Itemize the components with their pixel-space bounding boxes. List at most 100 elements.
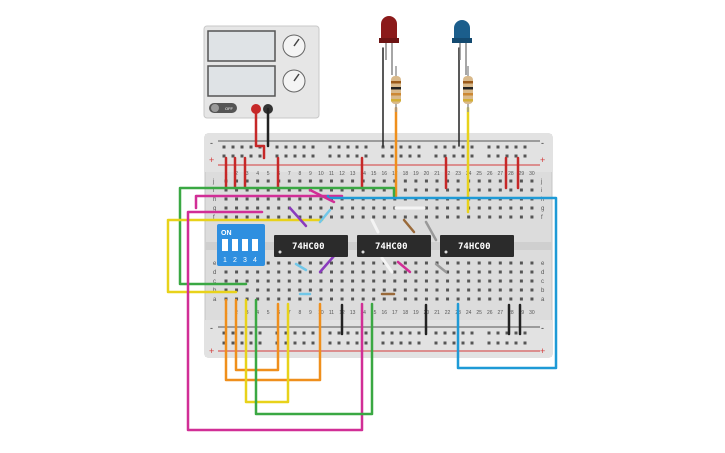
breadboard-hole[interactable] [340,188,344,192]
rail-hole[interactable] [443,154,447,158]
breadboard-hole[interactable] [308,215,312,219]
breadboard-hole[interactable] [298,270,302,274]
breadboard-hole[interactable] [424,179,428,183]
breadboard-hole[interactable] [435,261,439,265]
breadboard-hole[interactable] [530,279,534,283]
wires[interactable] [166,47,558,432]
rail-hole[interactable] [461,341,465,345]
wire-magenta-diag[interactable] [308,188,336,204]
wire-white-diag-2[interactable] [380,256,394,274]
breadboard-hole[interactable] [256,188,260,192]
breadboard-hole[interactable] [414,188,418,192]
rail-hole[interactable] [496,331,500,335]
breadboard-hole[interactable] [266,179,270,183]
breadboard-hole[interactable] [456,261,460,265]
breadboard-hole[interactable] [308,297,312,301]
breadboard-hole[interactable] [298,188,302,192]
breadboard-hole[interactable] [393,279,397,283]
breadboard-hole[interactable] [435,206,439,210]
breadboard-hole[interactable] [361,288,365,292]
breadboard-hole[interactable] [477,188,481,192]
rail-hole[interactable] [496,341,500,345]
breadboard-hole[interactable] [519,288,523,292]
rail-hole[interactable] [523,154,527,158]
breadboard-hole[interactable] [340,215,344,219]
breadboard-hole[interactable] [477,206,481,210]
breadboard-hole[interactable] [372,179,376,183]
rail-hole[interactable] [355,145,359,149]
breadboard-hole[interactable] [393,288,397,292]
rail-hole[interactable] [302,154,306,158]
chip-2[interactable]: 74HC00 [357,235,431,257]
breadboard-hole[interactable] [224,197,228,201]
rail-hole[interactable] [505,341,509,345]
rail-hole[interactable] [390,145,394,149]
breadboard-hole[interactable] [266,279,270,283]
rail-hole[interactable] [408,331,412,335]
breadboard-hole[interactable] [361,279,365,283]
breadboard-hole[interactable] [467,215,471,219]
breadboard-hole[interactable] [530,297,534,301]
breadboard-hole[interactable] [308,179,312,183]
breadboard-hole[interactable] [403,270,407,274]
breadboard-hole[interactable] [498,179,502,183]
breadboard-hole[interactable] [256,279,260,283]
breadboard-hole[interactable] [372,288,376,292]
breadboard-hole[interactable] [245,179,249,183]
breadboard-hole[interactable] [224,215,228,219]
rail-hole[interactable] [505,145,509,149]
rail-hole[interactable] [355,341,359,345]
breadboard-hole[interactable] [245,270,249,274]
breadboard-hole[interactable] [340,206,344,210]
rail-hole[interactable] [231,154,235,158]
rail-hole[interactable] [222,145,226,149]
rail-hole[interactable] [399,331,403,335]
breadboard-hole[interactable] [403,179,407,183]
wire-magenta-left[interactable] [186,210,364,432]
breadboard-hole[interactable] [256,197,260,201]
breadboard-hole[interactable] [498,279,502,283]
rail-hole[interactable] [346,145,350,149]
rail-hole[interactable] [222,341,226,345]
breadboard-hole[interactable] [498,261,502,265]
rail-hole[interactable] [390,154,394,158]
breadboard-hole[interactable] [372,270,376,274]
breadboard-hole[interactable] [277,206,281,210]
rail-hole[interactable] [364,145,368,149]
rail-hole[interactable] [408,341,412,345]
breadboard-hole[interactable] [256,270,260,274]
resistor-1[interactable] [391,66,401,112]
breadboard-hole[interactable] [509,179,513,183]
rail-hole[interactable] [231,331,235,335]
breadboard-hole[interactable] [372,215,376,219]
breadboard-hole[interactable] [456,188,460,192]
rail-hole[interactable] [302,341,306,345]
breadboard-hole[interactable] [435,179,439,183]
breadboard-hole[interactable] [361,270,365,274]
breadboard-hole[interactable] [498,270,502,274]
breadboard-hole[interactable] [403,215,407,219]
wire-gray-diag[interactable] [424,220,438,242]
breadboard-hole[interactable] [351,215,355,219]
breadboard-hole[interactable] [424,297,428,301]
breadboard-hole[interactable] [330,215,333,219]
breadboard-hole[interactable] [435,188,439,192]
breadboard-hole[interactable] [467,279,471,283]
breadboard-hole[interactable] [277,270,281,274]
breadboard-hole[interactable] [488,279,492,283]
breadboard-hole[interactable] [256,179,260,183]
breadboard-hole[interactable] [235,288,239,292]
rail-hole[interactable] [523,331,527,335]
breadboard-hole[interactable] [467,261,471,265]
rail-hole[interactable] [505,331,509,335]
breadboard-hole[interactable] [414,297,418,301]
breadboard-hole[interactable] [519,270,523,274]
breadboard-hole[interactable] [488,215,492,219]
breadboard-hole[interactable] [256,206,260,210]
breadboard-hole[interactable] [287,279,291,283]
breadboard-hole[interactable] [298,279,302,283]
breadboard-hole[interactable] [287,270,291,274]
rail-hole[interactable] [240,331,244,335]
breadboard-hole[interactable] [488,206,492,210]
